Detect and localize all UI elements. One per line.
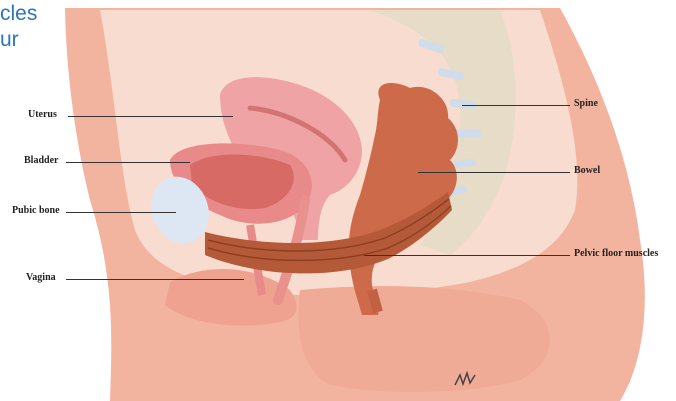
leader-bladder — [66, 162, 190, 163]
heading-line-2: ur — [0, 28, 19, 52]
label-uterus: Uterus — [28, 109, 57, 120]
leader-vagina — [66, 279, 244, 280]
label-pelvic-floor-muscles: Pelvic floor muscles — [574, 248, 658, 259]
buttock-region — [298, 286, 550, 392]
label-vagina: Vagina — [26, 272, 56, 283]
leader-pubic-bone — [66, 212, 176, 213]
heading-line-1: cles — [0, 2, 37, 26]
label-bladder: Bladder — [24, 155, 58, 166]
leader-bowel — [418, 172, 570, 173]
label-pubic-bone: Pubic bone — [12, 205, 60, 216]
leader-pelvic-floor — [364, 255, 570, 256]
label-bowel: Bowel — [574, 165, 600, 176]
leader-uterus — [68, 116, 233, 117]
label-spine: Spine — [574, 98, 598, 109]
rectum-tail — [372, 290, 378, 312]
leader-spine — [462, 105, 570, 106]
